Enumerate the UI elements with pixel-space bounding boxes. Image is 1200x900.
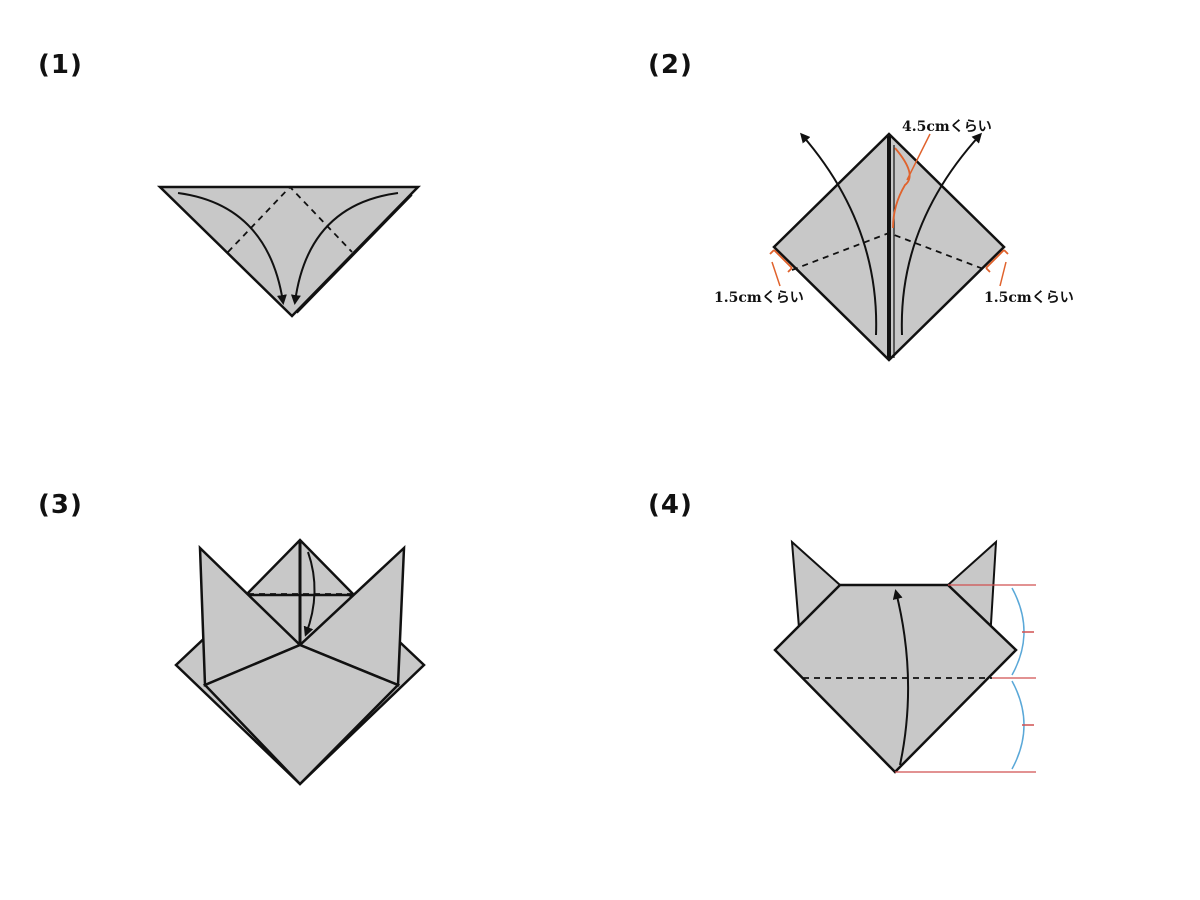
- step-label-1: (1): [38, 50, 83, 80]
- step-label-2: (2): [648, 50, 693, 80]
- step-2-measure-top-text: 4.5cmくらい: [902, 119, 992, 135]
- step-3-figure: [174, 538, 426, 786]
- step-2-fold-lines: [791, 232, 987, 271]
- step-2-measure-left: [769, 249, 793, 273]
- step-2-arrow-left: [800, 132, 878, 336]
- step-2-measure-right-leader: [999, 261, 1007, 287]
- step-2-measure-right-text: 1.5cmくらい: [984, 290, 1074, 306]
- step-1-fold-lines: [227, 185, 353, 253]
- step-2-arrow-right: [900, 132, 983, 336]
- step-label-3: (3): [38, 490, 83, 520]
- step-3-lower-face: [202, 643, 401, 786]
- step-2-measure-left-leader: [771, 261, 781, 287]
- step-4-arrow: [892, 589, 910, 766]
- step-1-arrow-left: [177, 192, 287, 305]
- step-3-arrow: [303, 551, 316, 637]
- step-1-edge-shadow: [296, 194, 413, 314]
- step-2-measure-top: [892, 147, 911, 229]
- step-2-measure-top-leader: [906, 133, 931, 181]
- step-2-figure: 4.5cmくらい 1.5cmくらい 1.5cmくらい: [714, 119, 1074, 362]
- step-2-measure-left-text: 1.5cmくらい: [714, 290, 804, 306]
- step-label-4: (4): [648, 490, 693, 520]
- step-2-measure-right: [985, 249, 1009, 273]
- step-1-figure: [156, 185, 421, 318]
- step-1-arrow-right: [290, 192, 399, 305]
- step-4-figure: [773, 539, 1036, 774]
- step-1-triangle: [156, 185, 421, 318]
